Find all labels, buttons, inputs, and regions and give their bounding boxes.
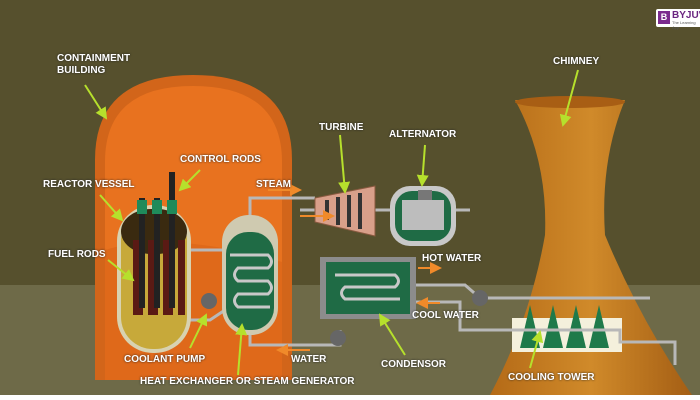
label-condensor: CONDENSOR (381, 359, 447, 370)
label-coolant-pump: COOLANT PUMP (124, 354, 206, 365)
pointer-arrows (84, 69, 579, 376)
label-heat-exchanger: HEAT EXCHANGER OR STEAM GENERATOR (140, 376, 355, 387)
label-hot-water: HOT WATER (422, 253, 482, 264)
turbine (314, 185, 376, 237)
label-reactor-vessel: REACTOR VESSEL (43, 179, 135, 190)
label-cool-water: COOL WATER (412, 310, 479, 321)
label-cooling-tower: COOLING TOWER (508, 372, 595, 383)
label-chimney: CHIMNEY (553, 56, 600, 67)
condensor (320, 257, 416, 346)
label-line: CONTAINMENT (57, 53, 131, 64)
flow-arrows (268, 184, 442, 356)
byjus-logo: B BYJU'S The Learning App (656, 9, 700, 30)
heat-exchanger (222, 215, 278, 335)
label-turbine: TURBINE (319, 122, 364, 133)
label-containment-building: CONTAINMENT BUILDING (57, 53, 130, 77)
alternator (390, 186, 456, 246)
reactor-vessel (117, 172, 191, 353)
label-fuel-rods: FUEL RODS (48, 249, 106, 260)
label-line: BUILDING (57, 65, 106, 76)
coolant-pump (201, 293, 217, 309)
label-steam: STEAM (256, 179, 291, 190)
label-alternator: ALTERNATOR (389, 129, 457, 140)
label-water: WATER (291, 354, 327, 365)
control-rods (137, 172, 177, 308)
fuel-rods (133, 240, 185, 315)
label-control-rods: CONTROL RODS (180, 154, 261, 165)
cooling-water-pump (472, 290, 488, 306)
